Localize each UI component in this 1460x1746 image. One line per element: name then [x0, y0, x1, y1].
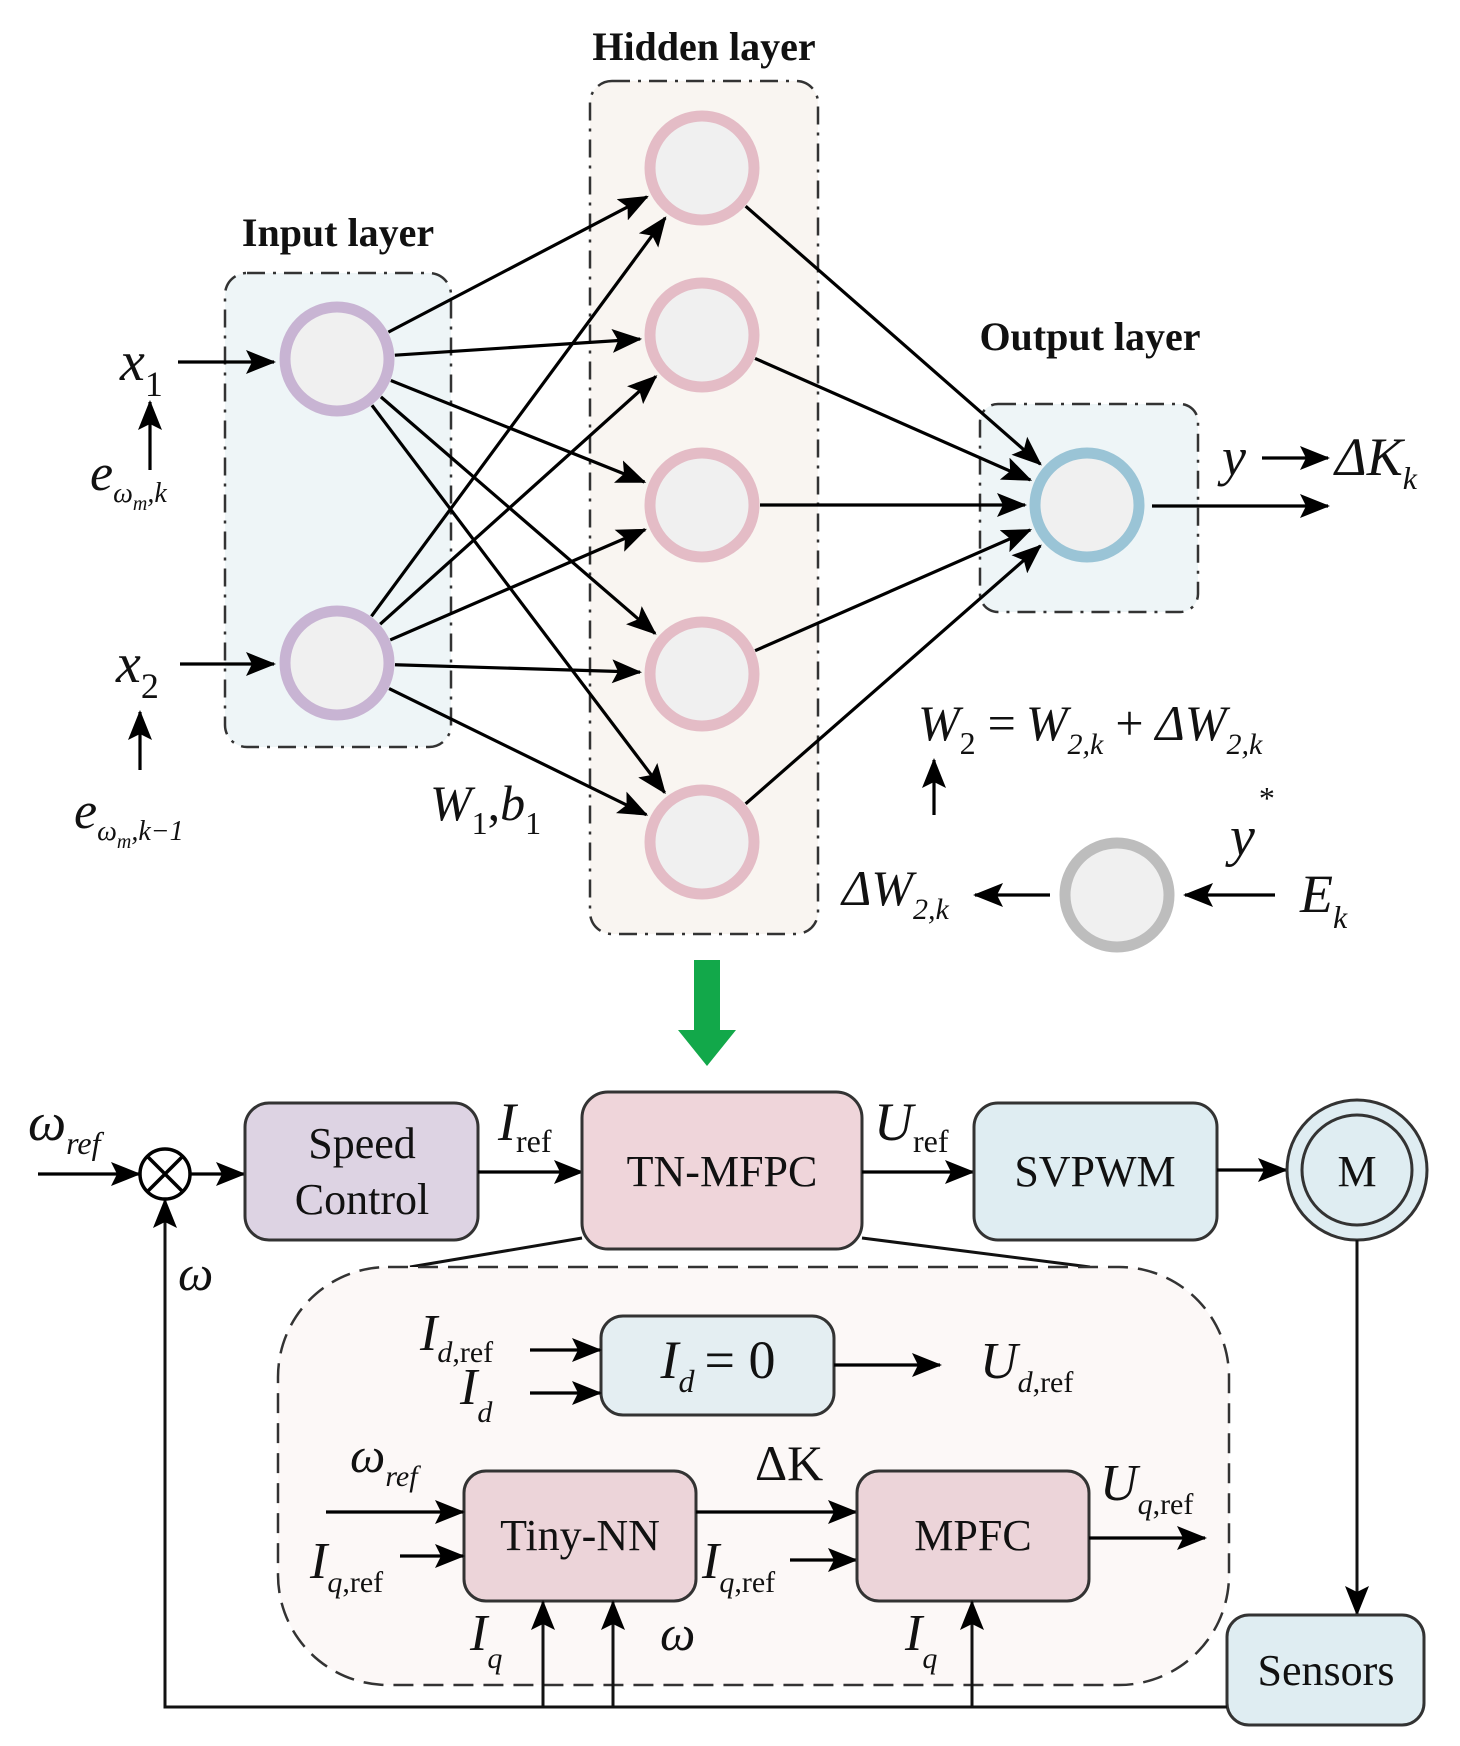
edge-hidden1-output [744, 204, 1042, 466]
edge-input1-hidden4 [379, 395, 657, 635]
e2-label: eωm,k−1 [74, 783, 184, 853]
x1-label: x1 [119, 331, 163, 404]
nn-edges [370, 195, 1042, 817]
edge-hidden2-output [754, 356, 1033, 482]
iq-ref-a-label: Iq,ref [309, 1533, 383, 1599]
y-star-label: y* [1225, 780, 1275, 868]
tn-mfpc-label: TN-MFPC [627, 1147, 818, 1196]
output-layer-title: Output layer [979, 314, 1200, 359]
iref-label: Iref [497, 1092, 552, 1159]
sensors-block [1225, 1613, 1426, 1727]
edge-input2-hidden4 [394, 659, 643, 684]
w1-b1-label: W1,b1 [430, 775, 541, 841]
speed-control-label-1: Speed [308, 1119, 416, 1168]
edge-hidden5-output [744, 544, 1042, 806]
edge-input2-hidden5 [388, 687, 649, 817]
delta-k-inner-label: ΔK [755, 1435, 823, 1491]
tiny-nn-label: Tiny-NN [500, 1511, 660, 1560]
edge-input1-hidden3 [390, 379, 647, 484]
nn-nodes [279, 110, 1175, 953]
id-label: Id [459, 1359, 493, 1429]
omega-ref-inner-label: ωref [350, 1427, 421, 1493]
neural-network: Input layer Hidden layer Output layer x1… [74, 24, 1418, 953]
sensors-label: Sensors [1258, 1646, 1395, 1695]
tiny-nn-block [462, 1469, 698, 1603]
ek-label: Ek [1299, 864, 1348, 935]
edge-input1-hidden2 [394, 328, 643, 357]
hidden-node-5 [644, 784, 760, 900]
hidden-node-4 [644, 616, 760, 732]
uref-label: Uref [874, 1092, 949, 1159]
edge-input2-hidden1 [370, 216, 667, 618]
uq-ref-label: Uq,ref [1100, 1455, 1193, 1521]
dw2k-label: ΔW2,k [840, 860, 950, 926]
omega-ref-label: ωref [28, 1092, 105, 1161]
zoom-line-right [861, 1236, 1091, 1269]
control-loop: ωref Speed Control Iref TN-MFPC Uref SVP… [28, 1090, 1429, 1727]
zoom-line-left [409, 1236, 583, 1269]
summing-junction-icon [138, 1147, 192, 1201]
update-rule: W2=W2,k+ΔW2,k [918, 695, 1263, 761]
hidden-node-2 [644, 277, 760, 393]
motor-icon [1285, 1098, 1429, 1242]
input-node-2 [279, 605, 395, 721]
iq-b-label: Iq [904, 1605, 937, 1675]
error-node [1059, 837, 1175, 953]
feedback-line [153, 1198, 1227, 1709]
x2-label: x2 [115, 633, 159, 706]
delta-k-label: ΔKk [1333, 427, 1418, 496]
svpwm-label: SVPWM [1014, 1147, 1175, 1196]
hidden-layer-title: Hidden layer [592, 24, 815, 69]
iq-a-label: Iq [469, 1605, 502, 1675]
edge-input1-hidden5 [370, 404, 666, 795]
omega-in-label: ω [660, 1605, 695, 1661]
input-layer-box [223, 271, 453, 749]
edge-input1-hidden1 [387, 195, 649, 334]
iq-ref-b-label: Iq,ref [701, 1533, 775, 1599]
id-ref-label: Id,ref [419, 1305, 493, 1369]
mpfc-label: MPFC [914, 1511, 1031, 1560]
input-layer-title: Input layer [242, 210, 434, 255]
edge-hidden4-output [754, 528, 1033, 653]
edge-input2-hidden2 [379, 375, 658, 626]
input-node-1 [279, 301, 395, 417]
hidden-node-3 [644, 447, 760, 563]
speed-control-label-2: Control [295, 1175, 429, 1224]
green-down-arrow-icon [678, 960, 736, 1066]
hidden-node-1 [644, 110, 760, 226]
output-node [1029, 447, 1145, 563]
omega-feedback-label: ω [178, 1245, 213, 1301]
y-label: y [1217, 427, 1246, 487]
ud-ref-label: Ud,ref [980, 1333, 1073, 1399]
id-zero-label: Id= 0 [660, 1330, 776, 1399]
motor-label: M [1337, 1147, 1376, 1196]
e1-label: eωm,k [90, 445, 167, 515]
edge-input2-hidden3 [389, 528, 647, 642]
